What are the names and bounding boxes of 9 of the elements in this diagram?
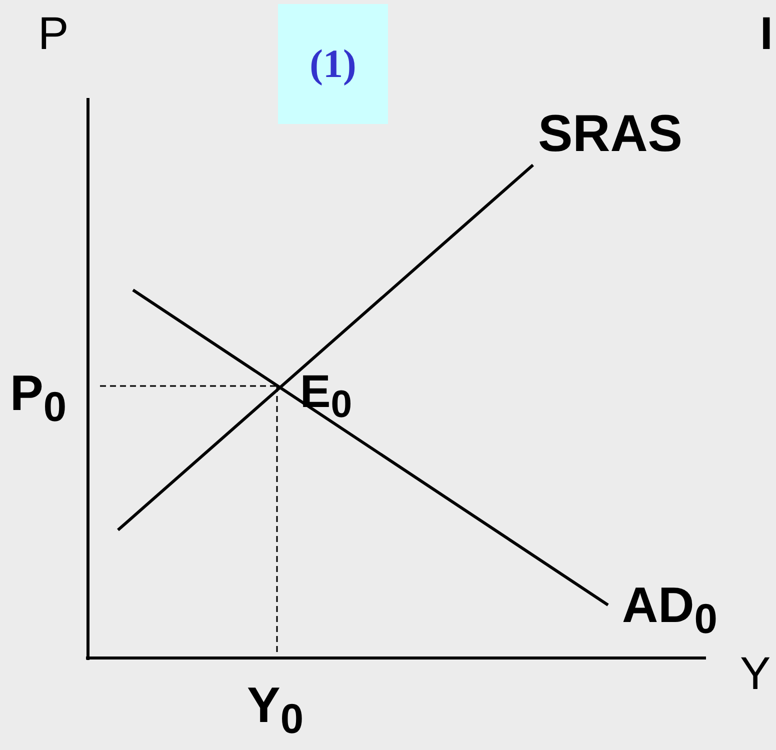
axis-label: P$_{0}$ [10, 368, 67, 428]
axis-label: P [38, 10, 69, 56]
curve-label: SRAS [538, 108, 682, 160]
panel-number: (1) [278, 4, 388, 124]
point-label: E$_{0}$ [300, 368, 352, 425]
axis-label: Y$_{0}$ [247, 680, 304, 740]
label-fragment: I [760, 10, 773, 56]
axis-label: Y [740, 650, 771, 696]
curve-label: AD$_{0}$ [622, 580, 718, 640]
